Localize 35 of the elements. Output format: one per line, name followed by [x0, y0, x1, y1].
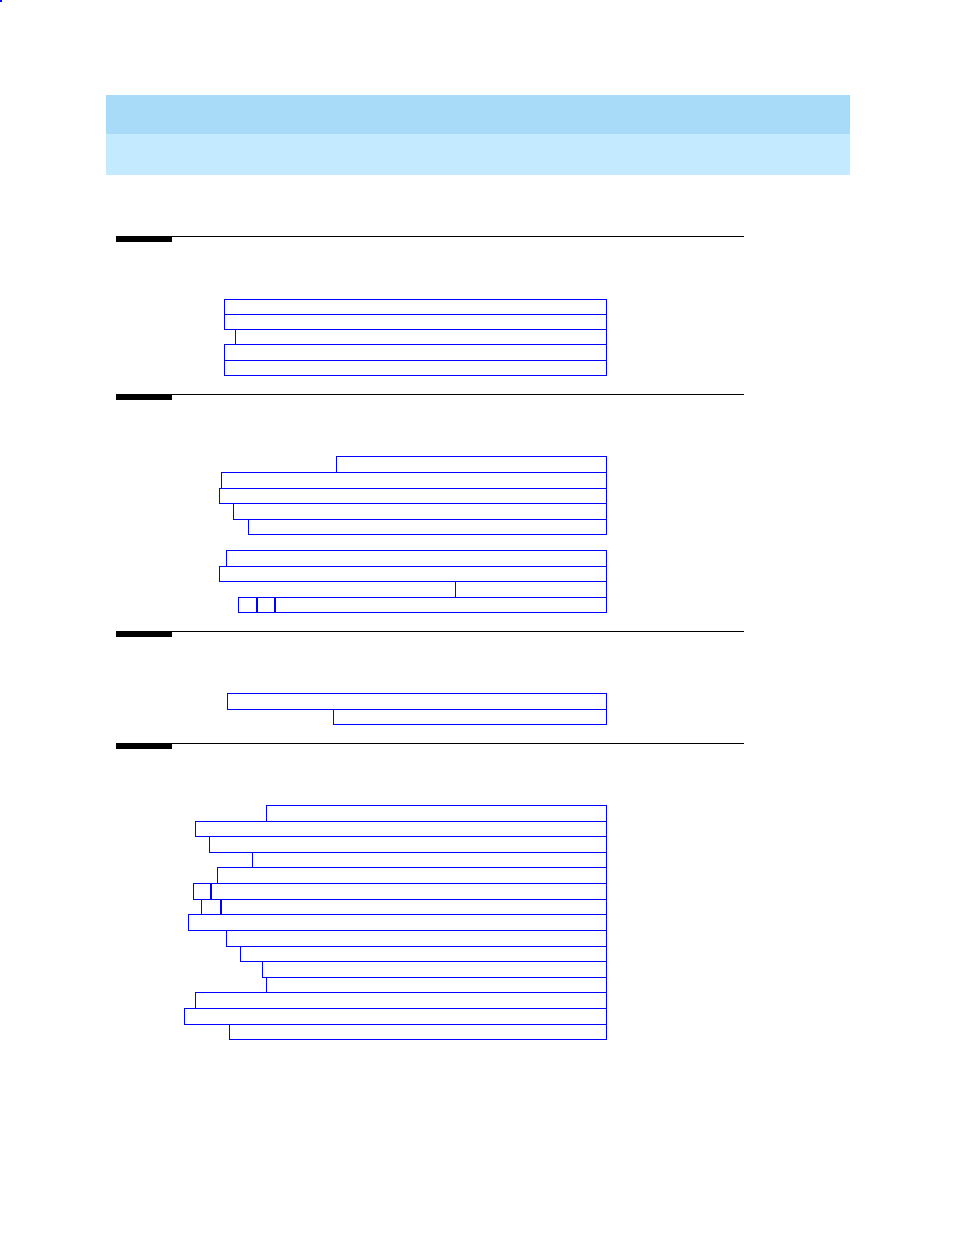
empty-box [455, 581, 607, 598]
empty-box [235, 329, 607, 345]
empty-box [184, 1008, 607, 1025]
empty-box [229, 1024, 607, 1040]
empty-box [220, 899, 607, 915]
empty-box [188, 914, 607, 931]
empty-box [226, 930, 607, 947]
empty-box [233, 503, 607, 520]
empty-box [226, 550, 607, 567]
empty-box [193, 883, 212, 900]
empty-box [336, 456, 607, 473]
empty-box [217, 867, 607, 884]
empty-box [252, 852, 607, 868]
empty-box [274, 597, 607, 613]
empty-box [209, 836, 607, 853]
empty-box [201, 899, 222, 915]
empty-box [227, 693, 607, 710]
empty-box [238, 597, 258, 613]
empty-box [248, 519, 607, 535]
empty-box [224, 299, 607, 315]
empty-box [195, 821, 607, 837]
empty-box [224, 344, 607, 361]
empty-box [195, 992, 607, 1009]
empty-box [240, 946, 607, 962]
empty-box [266, 805, 607, 822]
empty-box [221, 472, 607, 489]
empty-box [219, 566, 607, 582]
empty-box [256, 597, 276, 613]
empty-box [262, 961, 607, 978]
empty-box [224, 314, 607, 330]
empty-box [333, 709, 607, 725]
empty-box [266, 977, 607, 993]
empty-box [224, 360, 607, 376]
empty-box [210, 883, 607, 900]
empty-box [219, 488, 607, 504]
